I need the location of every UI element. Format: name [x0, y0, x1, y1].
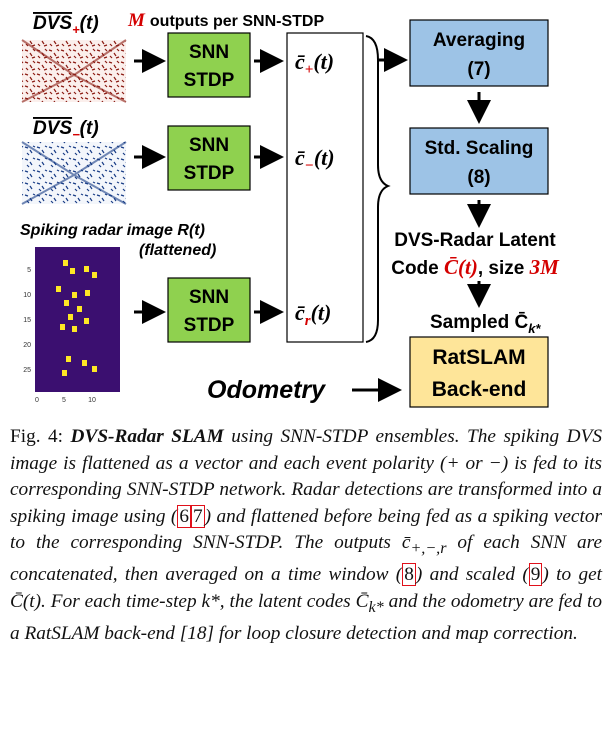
citation-link-6[interactable]: 6	[177, 504, 191, 528]
radar-spike	[70, 268, 75, 274]
stdp-label: STDP	[184, 70, 235, 91]
ratslam-label: RatSLAM	[432, 346, 525, 369]
radar-spike	[92, 366, 97, 372]
radar-spike	[82, 360, 87, 366]
radar-ytick: 20	[23, 342, 31, 349]
radar-spike	[62, 370, 67, 376]
sampled-label: Sampled C̄k*	[430, 312, 541, 336]
citation-link-7[interactable]: 7	[190, 504, 205, 528]
caption-text: using SNN-STDP ensembles. The spiking DV…	[10, 426, 603, 527]
latent-code-line2: Code C̄(t), size 3M	[391, 255, 560, 279]
radar-spike	[85, 290, 90, 296]
latent-code-line1: DVS-Radar Latent	[394, 230, 556, 251]
radar-spike	[64, 300, 69, 306]
scaling-label: Std. Scaling	[425, 138, 534, 159]
scaling-box	[409, 127, 549, 195]
dvs-plus-image	[22, 40, 126, 102]
averaging-label: Averaging	[433, 30, 525, 51]
stdp-label: STDP	[184, 315, 235, 336]
snn-label: SNN	[189, 135, 229, 156]
radar-spike	[77, 306, 82, 312]
radar-spike	[84, 266, 89, 272]
radar-xtick: 10	[88, 397, 96, 404]
odometry-label: Odometry	[207, 376, 326, 404]
radar-spike	[72, 326, 77, 332]
radar-spike	[56, 286, 61, 292]
scaling-ref: (8)	[467, 167, 490, 188]
radar-ytick: 5	[27, 267, 31, 274]
caption-title: DVS-Radar SLAM	[70, 426, 224, 447]
caption-subscript: +,−,r	[410, 539, 447, 557]
radar-spikes	[56, 260, 97, 376]
radar-xtick: 0	[35, 397, 39, 404]
c-r-output: c̄r(t)	[295, 300, 331, 329]
radar-ytick: 10	[23, 292, 31, 299]
radar-spike	[72, 292, 77, 298]
dvs-plus-label: DVS+(t)	[33, 13, 99, 37]
snn-stdp-box-minus	[167, 125, 251, 191]
backend-label: Back-end	[432, 378, 527, 401]
radar-spike	[63, 260, 68, 266]
stdp-label: STDP	[184, 163, 235, 184]
radar-title: Spiking radar image R(t)	[20, 222, 205, 239]
caption-text: ) to get C̄(t). For each time-step k*, t…	[10, 564, 602, 612]
outputs-box	[286, 32, 364, 343]
snn-stdp-box-plus	[167, 32, 251, 98]
radar-subtitle: (flattened)	[139, 242, 216, 259]
caption-text: and the odometry are fed to a RatSLAM ba…	[10, 590, 602, 645]
caption-text: of each SNN are concatenated, then avera…	[10, 532, 602, 586]
figure-caption: Fig. 4: DVS-Radar SLAM using SNN-STDP en…	[10, 424, 602, 648]
radar-spike	[66, 356, 71, 362]
caption-subscript: k*	[368, 598, 384, 616]
citation-link-8[interactable]: 8	[402, 563, 416, 587]
caption-text: ) and flattened before being fed as a sp…	[10, 505, 602, 554]
c-minus-output: c̄−(t)	[295, 145, 335, 174]
radar-spike	[84, 318, 89, 324]
snn-label: SNN	[189, 287, 229, 308]
radar-spike	[92, 272, 97, 278]
radar-image	[35, 247, 120, 392]
dvs-minus-label: DVS−(t)	[33, 118, 99, 142]
snn-label: SNN	[189, 42, 229, 63]
radar-spike	[60, 324, 65, 330]
radar-ytick: 25	[23, 367, 31, 374]
caption-fig-label: Fig. 4:	[10, 426, 71, 447]
citation-link-9[interactable]: 9	[528, 563, 543, 587]
c-plus-output: c̄+(t)	[295, 49, 334, 78]
radar-spike	[68, 314, 73, 320]
caption-text: ) and scaled (	[415, 564, 529, 586]
snn-stdp-box-radar	[167, 277, 251, 343]
radar-ytick: 15	[23, 317, 31, 324]
averaging-box	[409, 19, 549, 87]
radar-xtick: 5	[62, 397, 66, 404]
averaging-ref: (7)	[467, 59, 490, 80]
concat-brace	[365, 35, 391, 343]
ratslam-backend-box	[409, 336, 549, 408]
